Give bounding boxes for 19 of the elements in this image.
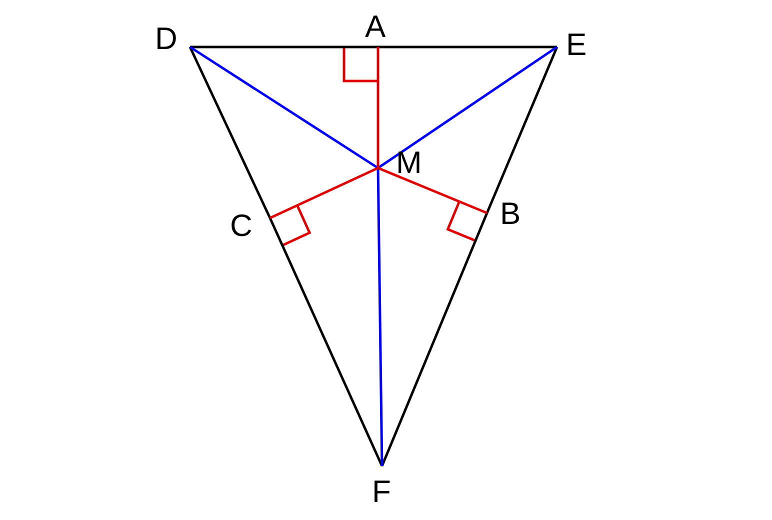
point-label: M [396,147,422,178]
line-segment [269,166,379,220]
line-segment [189,46,379,170]
point-label: B [500,198,521,229]
line-segment [378,166,488,214]
line-segment [378,46,557,48]
line-segment [268,217,384,467]
point-label: E [566,29,587,60]
point-label: F [372,476,391,507]
point-label: D [155,23,178,54]
point-label: A [365,11,386,42]
line-segment [377,46,558,170]
line-segment [188,46,272,219]
line-segment [190,46,378,48]
point-label: C [230,210,252,241]
line-segment [486,46,558,214]
line-segment [380,212,488,466]
line-segment [376,168,384,466]
line-segment [376,47,380,168]
